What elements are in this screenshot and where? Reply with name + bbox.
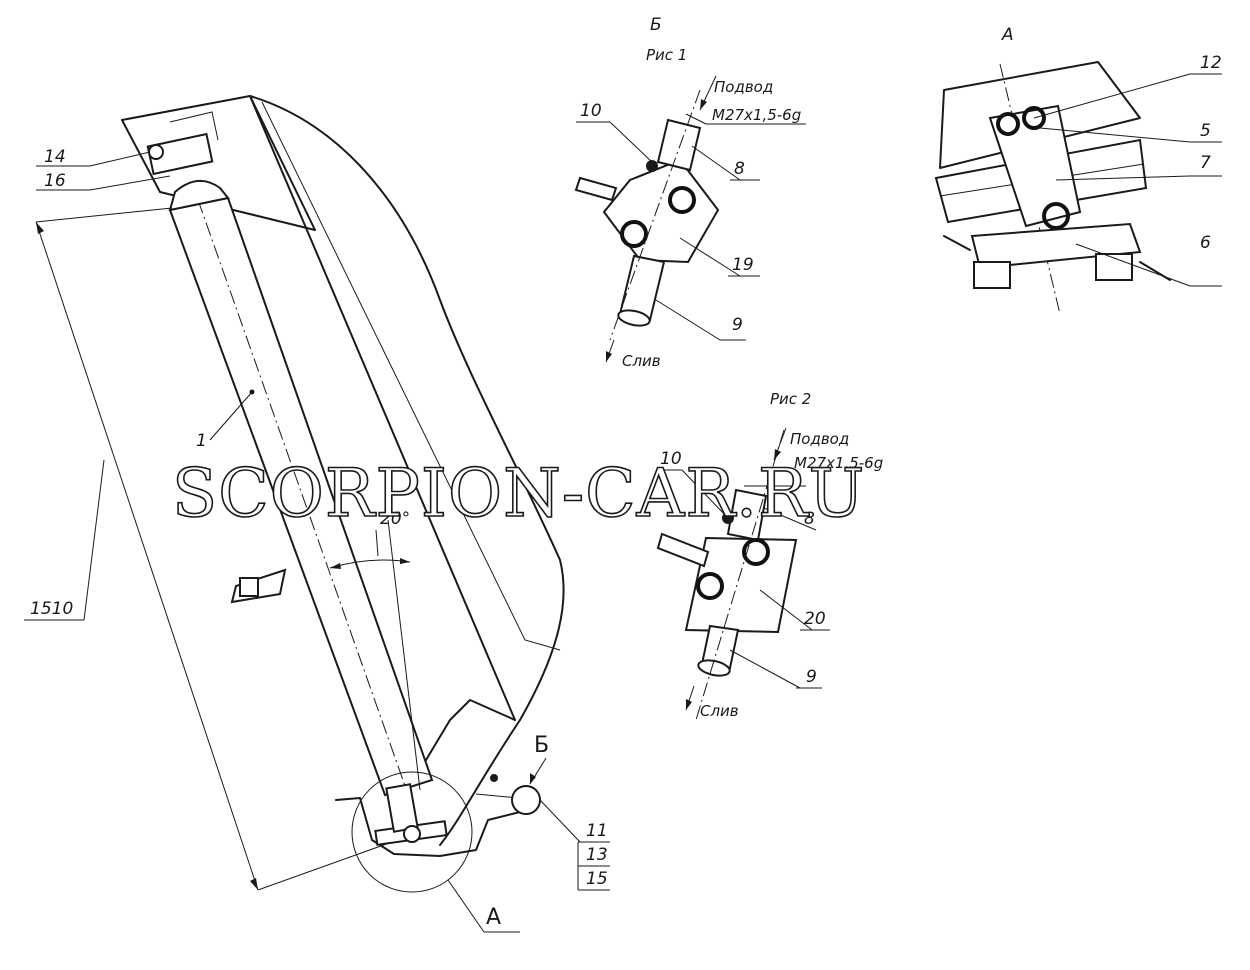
fig1-inlet-union <box>656 118 702 172</box>
view-a-part-6: 6 <box>1200 233 1211 253</box>
body-outline <box>121 95 565 846</box>
fig2-port-2 <box>696 572 724 600</box>
fig1-drain-label: Слив <box>622 352 661 370</box>
callout-11-13-15: 11 13 15 <box>539 799 610 891</box>
part-1-label: 1 <box>196 431 207 451</box>
angle-label: 20° <box>380 509 410 529</box>
fig2-thread-label: М27х1,5-6g <box>794 454 883 472</box>
part-14-label: 14 <box>44 147 66 167</box>
fig1-port-2 <box>620 220 648 248</box>
hydraulic-cylinder <box>146 111 434 801</box>
fig1-part-9: 9 <box>732 315 743 335</box>
view-a-bolt-right <box>1095 253 1133 281</box>
callout-a-label: А <box>486 905 501 930</box>
fig2-part-8: 8 <box>804 509 815 529</box>
main-assembly-view: 1510 20° 1 14 16 <box>24 95 610 933</box>
view-a-detail: А 12 5 7 6 <box>934 25 1222 315</box>
view-a-bolt-left <box>973 261 1011 289</box>
upper-mount-plate <box>146 132 214 176</box>
part-13-label: 13 <box>586 845 608 865</box>
watermark-text: SCORPION-CAR.RU <box>172 455 865 532</box>
fig1-part-8: 8 <box>734 159 745 179</box>
view-a-bolt-1 <box>996 112 1020 136</box>
fig2-part-10: 10 <box>660 449 682 469</box>
fig2-title: Рис 2 <box>770 390 811 408</box>
upper-clamp <box>169 111 219 141</box>
body-top-bracket <box>121 95 316 231</box>
fig1-bleed-fitting <box>574 176 618 202</box>
fig2-part-9: 9 <box>806 667 817 687</box>
view-a-base-plate-6 <box>970 222 1142 270</box>
view-b-title: Б <box>650 15 662 35</box>
view-a-part-7: 7 <box>1200 153 1211 173</box>
detail-a-circle <box>351 771 473 893</box>
length-label: 1510 <box>30 599 73 619</box>
view-b-fig1: Б Рис 1 Подвод М27х1,5-6g Слив 10 8 19 9 <box>574 15 806 370</box>
view-a-part-5: 5 <box>1200 121 1211 141</box>
fig1-thread-label: М27х1,5-6g <box>712 106 801 124</box>
view-a-body-block <box>939 61 1141 169</box>
fig2-port-1 <box>742 538 770 566</box>
view-a-bolt-2 <box>1022 106 1046 130</box>
upper-bolt-14 <box>148 144 164 160</box>
body-bottom-wall <box>419 699 516 771</box>
fig1-supply-label: Подвод <box>714 78 773 96</box>
callout-b-label: Б <box>534 733 549 758</box>
fig2-bleed-fitting <box>656 532 710 568</box>
fig2: Рис 2 Подвод М27х1,5-6g Слив 10 8 20 9 <box>656 390 883 721</box>
fig2-distributor-body <box>684 536 798 634</box>
side-fitting-nut <box>239 577 259 597</box>
fig2-supply-label: Подвод <box>790 430 849 448</box>
fig1-part-19: 19 <box>732 255 754 275</box>
cylinder-axis <box>197 199 411 801</box>
fig1-part-10: 10 <box>580 101 602 121</box>
angle-dimension: 20° <box>329 509 421 791</box>
fig2-outlet-union <box>700 624 740 670</box>
fig1-distributor-body <box>602 158 720 264</box>
callout-14-16: 14 16 <box>36 147 171 191</box>
frame-crossmember <box>335 797 521 857</box>
fig1-port-1 <box>668 186 696 214</box>
body-front-edge <box>249 95 516 721</box>
body-inner-edge <box>261 101 561 651</box>
part-11-label: 11 <box>586 821 608 841</box>
view-a-title: А <box>1001 25 1014 45</box>
view-a-pin <box>1042 202 1070 230</box>
part-1-leader <box>209 391 253 441</box>
lower-mount: А <box>335 771 521 933</box>
cylinder-top-eye <box>168 180 230 212</box>
view-a-part-12: 12 <box>1200 53 1222 73</box>
fig1-title: Рис 1 <box>646 46 687 64</box>
fitting-b-main: Б <box>475 733 549 815</box>
part-15-label: 15 <box>586 869 608 889</box>
fig2-drain-label: Слив <box>700 702 739 720</box>
length-dimension: 1510 <box>24 207 393 891</box>
fig2-part-20: 20 <box>804 609 826 629</box>
part-16-label: 16 <box>44 171 66 191</box>
